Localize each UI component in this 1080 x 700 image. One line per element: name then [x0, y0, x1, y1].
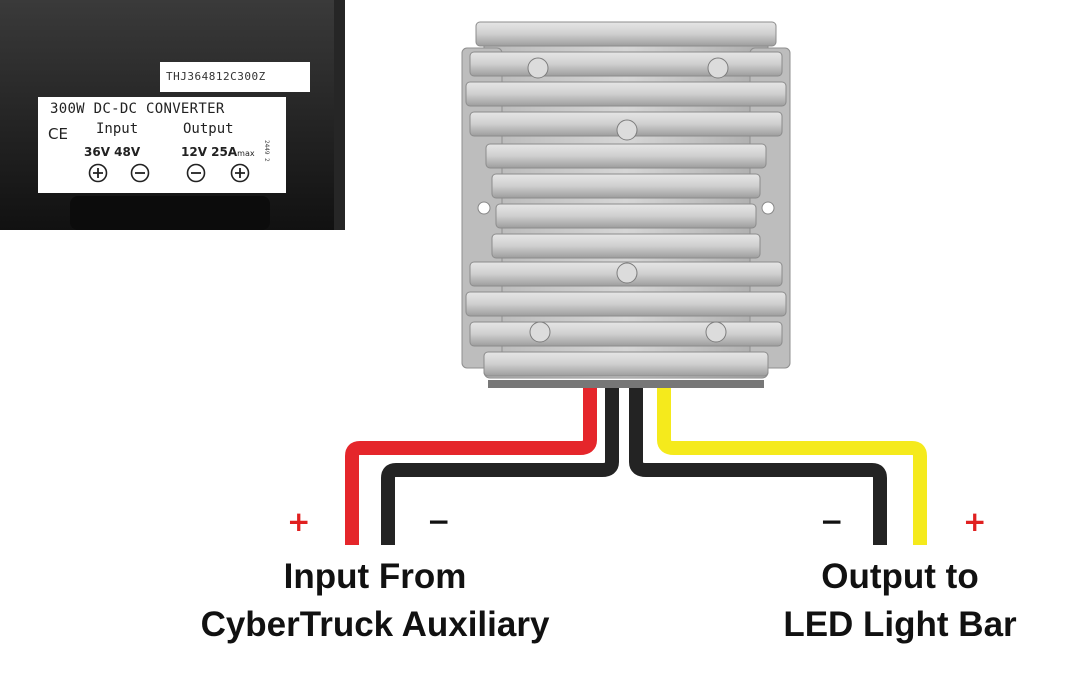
converter-title: 300W DC-DC CONVERTER — [50, 101, 225, 117]
wire-harness — [345, 380, 927, 545]
input-heading: Input — [96, 121, 139, 137]
batch-code: 2449 2 — [263, 140, 270, 162]
heatsink-fin — [491, 173, 761, 199]
serial-sticker — [160, 62, 310, 92]
serial-number: THJ364812C300Z — [166, 70, 266, 83]
heatsink-fin — [469, 51, 783, 77]
red-input-wire — [345, 380, 597, 545]
heatsink-fin — [491, 233, 761, 259]
output-negative-marker: − — [820, 505, 844, 538]
input-caption-line1: Input From — [283, 557, 467, 596]
heatsink-fin — [483, 351, 769, 377]
output-voltage-value: 12V 25A — [181, 145, 238, 159]
input-caption: Input From CyberTruck Auxiliary — [140, 553, 610, 649]
output-heading: Output — [183, 121, 234, 137]
spec-label — [38, 97, 286, 193]
minus-symbol-icon — [130, 163, 150, 183]
ce-mark: CE — [48, 125, 68, 143]
heatsink-fin — [485, 143, 767, 169]
output-caption-line2: LED Light Bar — [783, 605, 1017, 644]
output-caption-line1: Output to — [821, 557, 979, 596]
plus-symbol-icon — [88, 163, 108, 183]
output-caption: Output to LED Light Bar — [735, 553, 1065, 649]
yellow-output-wire — [657, 380, 927, 545]
input-voltage: 36V 48V — [84, 145, 141, 159]
housing-screws — [527, 57, 729, 343]
heatsink-fin — [475, 21, 777, 47]
input-negative-marker: − — [427, 505, 451, 538]
output-positive-marker: + — [963, 505, 987, 538]
black-input-wire — [381, 380, 619, 545]
plus-symbol-icon — [230, 163, 250, 183]
heatsink-fin — [465, 81, 787, 107]
black-output-wire — [629, 380, 887, 545]
heatsink-fin — [469, 321, 783, 347]
heatsink-fin — [495, 203, 757, 229]
output-voltage: 12V 25Amax — [181, 145, 255, 159]
minus-symbol-icon — [186, 163, 206, 183]
input-positive-marker: + — [287, 505, 311, 538]
output-voltage-suffix: max — [237, 149, 255, 158]
input-caption-line2: CyberTruck Auxiliary — [200, 605, 550, 644]
heatsink-fin — [465, 291, 787, 317]
